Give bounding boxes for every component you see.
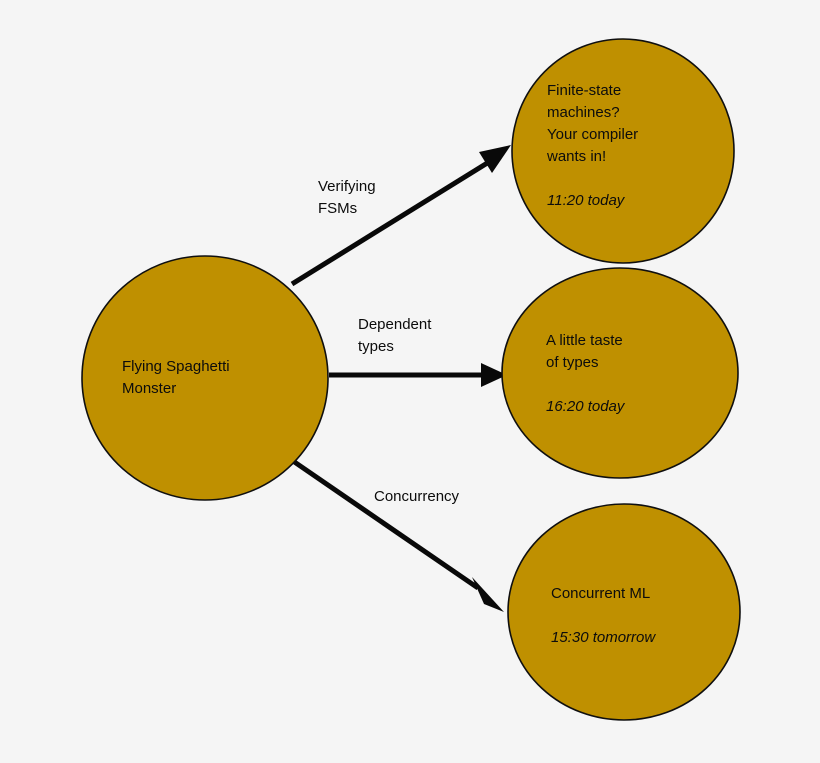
edge-verifying-fsms-label-line2: FSMs	[318, 200, 357, 217]
node-flying-spaghetti-monster-line-1: Flying Spaghetti	[122, 358, 230, 375]
edge-concurrency-label: Concurrency	[374, 488, 460, 505]
edge-verifying-fsms-label: Verifying	[318, 178, 376, 195]
node-concurrent-ml-line-1: Concurrent ML	[551, 585, 650, 602]
edge-dependent-types-arrowhead	[481, 363, 507, 387]
node-concurrent-ml-shape	[507, 503, 741, 721]
node-a-little-taste-of-types-shape	[501, 267, 739, 479]
node-finite-state-machines-line-3: Your compiler	[547, 126, 638, 143]
edge-dependent-types-label-line2: types	[358, 338, 394, 355]
node-finite-state-machines-shape	[511, 38, 735, 264]
node-a-little-taste-of-types-time: 16:20 today	[546, 398, 626, 415]
node-finite-state-machines-line-4: wants in!	[546, 148, 606, 165]
node-a-little-taste-of-types-line-1: A little taste	[546, 332, 623, 349]
edge-verifying-fsms-arrowhead	[479, 145, 511, 173]
node-finite-state-machines-line-2: machines?	[547, 104, 620, 121]
node-flying-spaghetti-monster[interactable]: Flying Spaghetti Monster	[81, 255, 329, 501]
node-finite-state-machines[interactable]: Finite-state machines? Your compiler wan…	[511, 38, 735, 264]
edge-concurrency-arrowhead	[472, 577, 504, 612]
node-flying-spaghetti-monster-line-2: Monster	[122, 380, 176, 397]
edge-dependent-types-label: Dependent	[358, 316, 432, 333]
node-finite-state-machines-line-1: Finite-state	[547, 82, 621, 99]
edge-concurrency[interactable]: Concurrency	[291, 458, 504, 612]
node-flying-spaghetti-monster-shape	[81, 255, 329, 501]
edge-concurrency-line	[291, 458, 480, 591]
edge-verifying-fsms[interactable]: Verifying FSMs	[290, 145, 511, 287]
node-concurrent-ml-time: 15:30 tomorrow	[551, 629, 656, 646]
node-a-little-taste-of-types-line-2: of types	[546, 354, 599, 371]
node-concurrent-ml[interactable]: Concurrent ML 15:30 tomorrow	[507, 503, 741, 721]
node-finite-state-machines-time: 11:20 today	[547, 192, 626, 209]
edge-dependent-types[interactable]: Dependent types	[329, 316, 507, 387]
edge-verifying-fsms-line	[290, 154, 499, 287]
node-a-little-taste-of-types[interactable]: A little taste of types 16:20 today	[501, 267, 739, 479]
